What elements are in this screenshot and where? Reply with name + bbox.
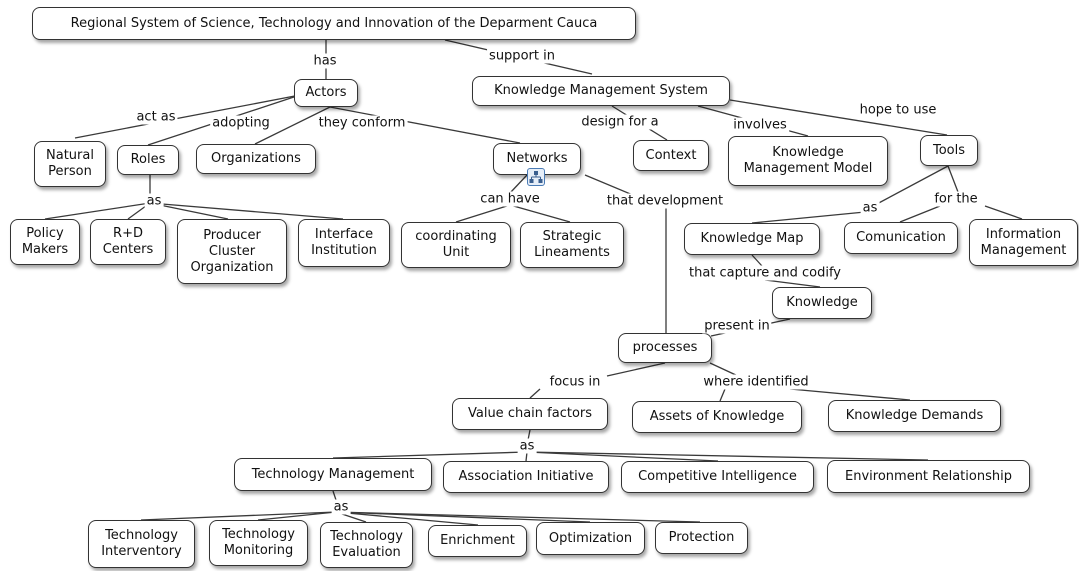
connector-line	[332, 451, 528, 459]
link-label-can-have: can have	[478, 191, 542, 207]
link-label-that-development: that development	[604, 193, 726, 209]
node-assets-of-knowledge[interactable]: Assets of Knowledge	[632, 401, 802, 433]
connector-line	[509, 204, 571, 223]
connector-line	[719, 388, 726, 402]
node-interface-institution[interactable]: Interface Institution	[298, 219, 390, 267]
link-label-act-as: act as	[134, 109, 178, 125]
node-policy-makers[interactable]: Policy Makers	[10, 219, 80, 265]
node-technology-management[interactable]: Technology Management	[234, 458, 432, 491]
connector-line	[140, 511, 337, 521]
node-value-chain-factors[interactable]: Value chain factors	[452, 398, 608, 430]
node-natural-person[interactable]: Natural Person	[34, 141, 106, 187]
node-producer-cluster-organization[interactable]: Producer Cluster Organization	[177, 219, 287, 284]
node-knowledge-demands[interactable]: Knowledge Demands	[828, 400, 1001, 432]
connector-line	[789, 388, 911, 401]
connector-line	[947, 165, 959, 193]
connector-line	[899, 205, 941, 223]
connector-line	[149, 202, 344, 220]
node-root[interactable]: Regional System of Science, Technology a…	[32, 7, 636, 40]
node-comunication[interactable]: Comunication	[844, 222, 958, 254]
node-rd-centers[interactable]: R+D Centers	[90, 219, 166, 265]
node-context[interactable]: Context	[633, 140, 709, 171]
link-label-they-conform: they conform	[316, 115, 408, 131]
node-technology-evaluation[interactable]: Technology Evaluation	[320, 522, 413, 568]
connector-line	[709, 362, 739, 377]
link-label-design-for-a: design for a	[579, 114, 661, 130]
connector-line	[874, 165, 949, 206]
connector-line	[751, 211, 866, 224]
connector-line	[525, 451, 528, 462]
node-environment-relationship[interactable]: Environment Relationship	[827, 460, 1030, 493]
link-label-adopting: adopting	[210, 115, 272, 131]
link-label-as-factors: as	[517, 438, 537, 454]
node-knowledge-management-system[interactable]: Knowledge Management System	[472, 76, 730, 106]
link-label-present-in: present in	[702, 318, 772, 334]
node-knowledge-management-model[interactable]: Knowledge Management Model	[728, 136, 888, 186]
link-label-as-tools: as	[860, 200, 880, 216]
link-label-as-tech: as	[331, 499, 351, 515]
link-label-that-capture-and-codify: that capture and codify	[686, 265, 844, 281]
link-label-involves: involves	[731, 117, 789, 133]
node-organizations[interactable]: Organizations	[196, 144, 316, 174]
node-coordinating-unit[interactable]: coordinating Unit	[401, 222, 511, 268]
connector-line	[329, 106, 521, 144]
connector-line	[526, 451, 719, 462]
node-knowledge-map[interactable]: Knowledge Map	[684, 223, 820, 255]
node-technology-monitoring[interactable]: Technology Monitoring	[209, 520, 308, 566]
connector-line	[257, 511, 337, 521]
connector-line	[529, 388, 541, 399]
connector-line	[254, 106, 331, 145]
node-processes[interactable]: processes	[618, 333, 712, 363]
connector-line	[751, 254, 763, 267]
connector-line	[606, 362, 666, 377]
node-competitive-intelligence[interactable]: Competitive Intelligence	[621, 461, 814, 493]
link-label-as-roles: as	[144, 193, 164, 209]
node-enrichment[interactable]: Enrichment	[428, 525, 527, 557]
connector-line	[527, 429, 531, 441]
node-technology-inventory[interactable]: Technology Interventory	[88, 520, 195, 568]
link-label-for-the: for the	[932, 191, 980, 207]
node-roles[interactable]: Roles	[117, 145, 179, 175]
node-tools[interactable]: Tools	[920, 135, 978, 166]
connector-line	[335, 511, 479, 526]
connector-line	[764, 279, 821, 288]
connector-line	[455, 204, 511, 223]
connector-line	[526, 451, 929, 461]
connector-line	[729, 99, 948, 136]
connector-line	[74, 94, 301, 139]
node-strategic-lineaments[interactable]: Strategic Lineaments	[520, 222, 624, 268]
node-knowledge[interactable]: Knowledge	[772, 287, 872, 319]
link-label-hope-to-use: hope to use	[857, 102, 939, 118]
node-association-initiative[interactable]: Association Initiative	[443, 461, 609, 493]
connector-line	[44, 202, 151, 220]
network-hierarchy-icon[interactable]	[527, 168, 545, 186]
node-protection[interactable]: Protection	[655, 522, 748, 554]
link-label-focus-in: focus in	[547, 374, 603, 390]
connector-line	[509, 174, 528, 194]
connector-line	[332, 490, 337, 501]
link-label-has: has	[311, 53, 339, 69]
link-label-where-identified: where identified	[701, 374, 811, 390]
node-actors[interactable]: Actors	[294, 79, 358, 107]
node-optimization[interactable]: Optimization	[536, 522, 645, 555]
link-label-support-in: support in	[487, 48, 557, 64]
connector-line	[335, 511, 701, 523]
connector-line	[984, 205, 1023, 220]
node-information-management[interactable]: Information Management	[969, 219, 1078, 266]
